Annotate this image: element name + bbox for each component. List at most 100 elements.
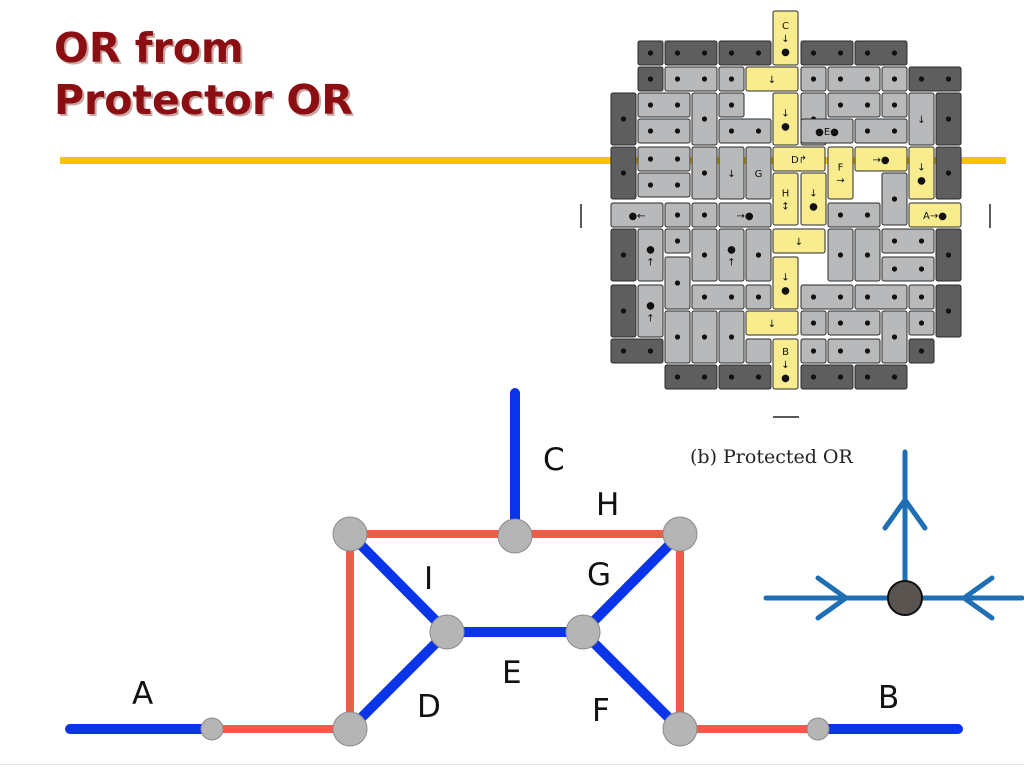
gadget-label-i: I <box>424 561 433 597</box>
title-underline <box>60 157 1006 164</box>
puzzle-block: ●↑ <box>718 228 745 282</box>
puzzle-block <box>800 364 854 390</box>
gadget-node <box>497 518 533 554</box>
puzzle-block-glyph: ↓● <box>809 189 818 213</box>
puzzle-block <box>935 228 962 282</box>
figure-caption: (b) Protected OR <box>690 446 853 468</box>
puzzle-block <box>800 284 854 310</box>
puzzle-block <box>664 310 691 364</box>
puzzle-block: ↓ <box>908 92 935 146</box>
gadget-node <box>429 614 465 650</box>
puzzle-block <box>881 172 908 226</box>
gadget-label-f: F <box>592 693 610 729</box>
puzzle-block <box>664 364 718 390</box>
gadget-node <box>332 516 368 552</box>
vertex-node <box>887 580 923 616</box>
puzzle-block: ↓ <box>745 66 799 92</box>
puzzle-block <box>637 92 691 118</box>
puzzle-block <box>610 146 637 200</box>
puzzle-block-glyph: ↓ <box>768 319 776 330</box>
puzzle-block-glyph: ●↑ <box>727 245 736 269</box>
protected-or-puzzle: ↓●E●↓G●←→●●↑●↑●↑C↓●↓↓●D↱F→→●↓●H↕↓●A→●↓↓●… <box>580 10 991 418</box>
puzzle-block: C↓● <box>772 10 799 66</box>
puzzle-block <box>854 364 908 390</box>
puzzle-block <box>664 40 718 66</box>
puzzle-block <box>610 228 637 282</box>
puzzle-block <box>718 92 745 118</box>
puzzle-block-glyph: ↓● <box>781 273 790 297</box>
puzzle-block <box>718 118 772 144</box>
gadget-node <box>332 711 368 747</box>
puzzle-block <box>691 310 718 364</box>
gadget-node <box>200 717 224 741</box>
puzzle-block <box>854 118 908 144</box>
puzzle-block <box>935 146 962 200</box>
vertex-out-arrowhead <box>882 497 928 531</box>
puzzle-block-glyph: ●↑ <box>646 301 655 325</box>
puzzle-frame-marks <box>580 204 991 418</box>
gadget-edge-blue <box>345 529 452 637</box>
slide-title: OR from Protector OR <box>54 22 353 126</box>
puzzle-block-glyph: ●E● <box>815 127 839 138</box>
vertex-right-arrowhead <box>961 575 995 621</box>
puzzle-block <box>881 92 908 118</box>
puzzle-block-glyph: ↓ <box>727 169 735 180</box>
puzzle-block <box>637 40 664 66</box>
puzzle-block <box>881 256 935 282</box>
puzzle-blocks: ↓●E●↓G●←→●●↑●↑●↑C↓●↓↓●D↱F→→●↓●H↕↓●A→●↓↓●… <box>610 10 962 390</box>
puzzle-block <box>800 66 827 92</box>
puzzle-block <box>745 284 772 310</box>
puzzle-block: ↓● <box>772 92 799 146</box>
puzzle-block: ↓ <box>718 146 745 200</box>
puzzle-block <box>691 146 718 200</box>
puzzle-block: →● <box>854 146 908 172</box>
puzzle-block: D↱ <box>772 146 826 172</box>
puzzle-block <box>827 228 854 282</box>
puzzle-block <box>800 338 827 364</box>
gadget-label-e: E <box>502 655 522 691</box>
gadget-nodes <box>200 516 830 747</box>
gadget-label-g: G <box>587 557 611 593</box>
puzzle-block <box>827 310 881 336</box>
puzzle-block-glyph: ↓● <box>781 109 790 133</box>
vertex-left-arrowhead <box>815 575 849 621</box>
puzzle-block <box>610 338 664 364</box>
puzzle-block <box>691 202 718 228</box>
puzzle-block <box>637 66 664 92</box>
puzzle-block: →● <box>718 202 772 228</box>
puzzle-block <box>745 338 772 364</box>
puzzle-block <box>881 310 908 364</box>
gadget-edge-blue <box>578 529 685 637</box>
footer-divider <box>0 764 1024 765</box>
puzzle-block <box>881 228 935 254</box>
puzzle-block <box>718 66 745 92</box>
puzzle-block <box>854 228 881 282</box>
puzzle-block <box>691 228 718 282</box>
gadget-edge-blue <box>345 627 452 734</box>
puzzle-block <box>745 228 772 282</box>
puzzle-block <box>691 284 745 310</box>
gadget-edge-blue <box>578 627 685 734</box>
puzzle-block <box>637 118 691 144</box>
puzzle-block <box>827 66 881 92</box>
puzzle-block: ↓● <box>800 172 827 226</box>
puzzle-block-glyph: G <box>755 169 763 180</box>
puzzle-block: A→● <box>908 202 962 228</box>
puzzle-block <box>718 40 772 66</box>
puzzle-block-glyph: A→● <box>923 211 947 222</box>
puzzle-block-glyph: B↓● <box>781 347 790 384</box>
puzzle-block: ↓ <box>745 310 799 336</box>
puzzle-block <box>800 310 827 336</box>
or-vertex-icon <box>763 449 1024 621</box>
puzzle-block: ●↑ <box>637 284 664 338</box>
gadget-label-d: D <box>417 689 441 725</box>
puzzle-block <box>610 92 637 146</box>
puzzle-block-glyph: →● <box>872 155 889 166</box>
puzzle-block-glyph: C↓● <box>781 21 790 58</box>
gadget-label-c: C <box>543 442 565 478</box>
puzzle-block <box>908 66 962 92</box>
puzzle-block-glyph: ●← <box>628 211 645 222</box>
puzzle-block: B↓● <box>772 338 799 390</box>
puzzle-block <box>691 92 718 146</box>
